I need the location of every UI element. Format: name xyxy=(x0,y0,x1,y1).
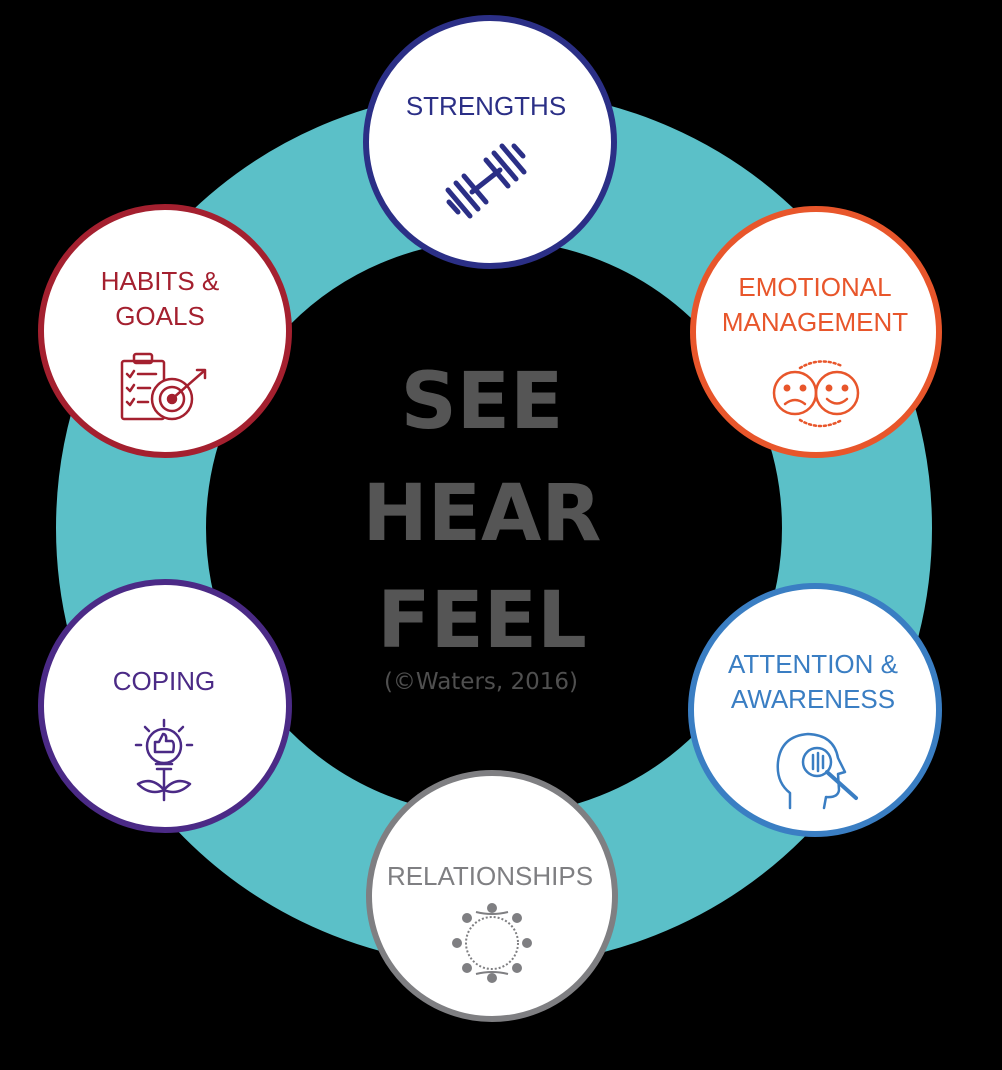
node-coping-label: COPING xyxy=(113,666,216,696)
clipboard-target-icon xyxy=(120,352,207,421)
node-emotional-management-label-1: EMOTIONAL xyxy=(738,272,891,302)
node-habits-goals: HABITS & GOALS xyxy=(38,204,292,458)
node-emotional-management-label-2: MANAGEMENT xyxy=(722,307,908,337)
node-habits-goals-circle xyxy=(38,204,292,458)
node-strengths-label: STRENGTHS xyxy=(406,91,566,121)
node-attention-awareness-label-2: AWARENESS xyxy=(731,684,895,714)
node-relationships: RELATIONSHIPS xyxy=(366,770,618,1022)
faces-icon xyxy=(772,360,860,428)
node-attention-awareness-circle xyxy=(688,583,942,837)
node-relationships-circle xyxy=(366,770,618,1022)
people-circle-icon xyxy=(452,903,532,983)
dumbbell-icon xyxy=(445,143,527,219)
node-strengths-circle xyxy=(363,15,617,269)
node-attention-awareness: ATTENTION & AWARENESS xyxy=(688,583,942,837)
node-emotional-management-circle xyxy=(690,206,942,458)
node-relationships-label: RELATIONSHIPS xyxy=(387,861,593,891)
center-hear: HEAR xyxy=(363,469,602,559)
head-magnifier-icon xyxy=(776,732,858,810)
node-coping-circle xyxy=(38,579,292,833)
node-attention-awareness-label-1: ATTENTION & xyxy=(728,649,898,679)
node-coping: COPING xyxy=(38,579,292,833)
node-emotional-management: EMOTIONAL MANAGEMENT xyxy=(690,206,942,458)
node-habits-goals-label-1: HABITS & xyxy=(101,266,219,296)
center-see: SEE xyxy=(401,357,564,447)
node-strengths: STRENGTHS xyxy=(363,15,617,269)
lightbulb-plant-icon xyxy=(134,718,194,802)
center-feel: FEEL xyxy=(377,576,587,666)
node-habits-goals-label-2: GOALS xyxy=(115,301,205,331)
copyright-credit: (©Waters, 2016) xyxy=(384,669,578,695)
